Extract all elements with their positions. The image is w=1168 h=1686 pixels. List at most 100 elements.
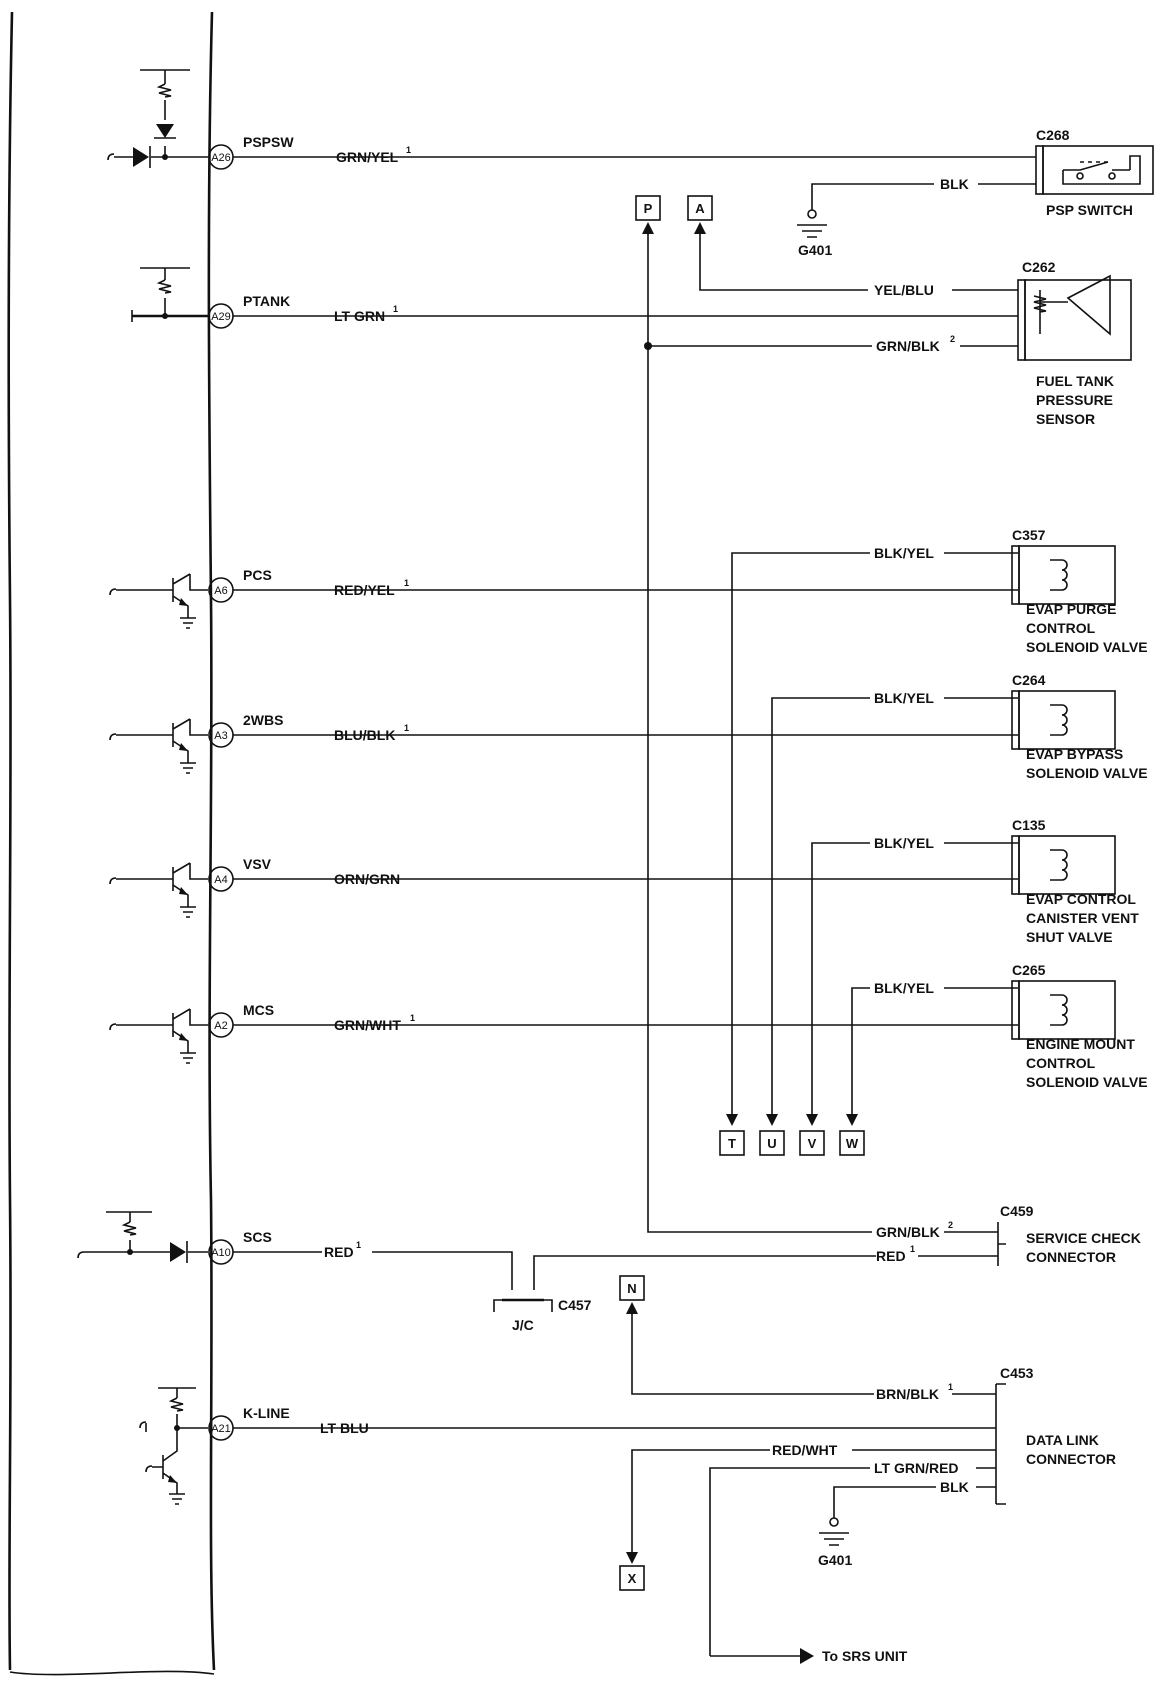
ground-label: G401 (798, 242, 832, 258)
ref-box-u: U (759, 1130, 785, 1156)
pin-label: A6 (214, 585, 227, 597)
signal-label: MCS (243, 1002, 274, 1018)
wire-label: LT GRN/RED (874, 1460, 959, 1476)
ecm-transistor-a2 (109, 1008, 208, 1064)
wire-label: BLK/YEL (874, 980, 934, 996)
wire-label: BRN/BLK (876, 1386, 939, 1402)
wire-footnote: 2 (950, 334, 955, 344)
signal-label: PTANK (243, 293, 290, 309)
ground-symbol (819, 1517, 849, 1546)
wire-label: LT GRN (334, 308, 385, 324)
ref-box-w: W (839, 1130, 865, 1156)
ecm-pin-a21: A21 K-LINE (208, 1405, 290, 1441)
component-name: SHUT VALVE (1026, 929, 1113, 945)
joint-connector: C457 J/C (493, 1297, 592, 1333)
svg-text:U: U (767, 1136, 776, 1151)
svg-text:N: N (627, 1281, 636, 1296)
ecm-internal-a21 (139, 1387, 208, 1505)
component-name: SERVICE CHECK (1026, 1230, 1141, 1246)
signal-label: 2WBS (243, 712, 283, 728)
ref-box-a: A (687, 195, 713, 221)
evap-purge-valve-circuit: RED/YEL 1 BLK/YEL C357 EVAP PURGE CONTRO… (233, 527, 1148, 1115)
connector-label: C264 (1012, 672, 1046, 688)
wire-label: RED/WHT (772, 1442, 838, 1458)
wire-label: RED (324, 1244, 354, 1260)
component-name: J/C (512, 1317, 534, 1333)
svg-text:P: P (644, 201, 653, 216)
component-name: EVAP CONTROL (1026, 891, 1136, 907)
wire-label: BLK (940, 176, 969, 192)
pin-label: A2 (214, 1020, 227, 1032)
signal-label: SCS (243, 1229, 272, 1245)
wire-footnote: 1 (356, 1240, 361, 1250)
wire-label: GRN/BLK (876, 338, 940, 354)
srs-label: To SRS UNIT (822, 1648, 908, 1664)
wire-label: YEL/BLU (874, 282, 934, 298)
evap-vent-valve-circuit: ORN/GRN BLK/YEL C135 EVAP CONTROL CANIST… (233, 817, 1139, 1115)
wire-footnote: 1 (410, 1013, 415, 1023)
wire-label: RED/YEL (334, 582, 395, 598)
component-name: SOLENOID VALVE (1026, 1074, 1148, 1090)
wire-footnote: 1 (910, 1244, 915, 1254)
pin-label: A4 (214, 874, 227, 886)
wire-label: BLU/BLK (334, 727, 395, 743)
ref-box-v: V (799, 1130, 825, 1156)
ecm-transistor-a3 (109, 718, 208, 774)
wire-label: BLK/YEL (874, 835, 934, 851)
fuel-tank-pressure-sensor-circuit: LT GRN 1 YEL/BLU GRN/BLK 2 C262 FUEL TAN… (233, 222, 1132, 427)
svg-text:V: V (808, 1136, 817, 1151)
ground-label: G401 (818, 1552, 852, 1568)
wire-label: GRN/BLK (876, 1224, 940, 1240)
ecm-internal-a10 (77, 1211, 208, 1263)
wire-footnote: 1 (404, 578, 409, 588)
component-name: DATA LINK (1026, 1432, 1099, 1448)
component-name: SENSOR (1036, 411, 1095, 427)
ref-box-n: N (619, 1275, 645, 1301)
component-name: EVAP PURGE (1026, 601, 1117, 617)
wire-footnote: 2 (948, 1220, 953, 1230)
connector-label: C457 (558, 1297, 592, 1313)
wire-label: ORN/GRN (334, 871, 400, 887)
ecm-pin-a6: A6 PCS (208, 567, 272, 603)
wire-footnote: 1 (404, 723, 409, 733)
ref-box-t: T (719, 1130, 745, 1156)
signal-label: PCS (243, 567, 272, 583)
ecm-internal-a26 (107, 69, 208, 168)
signal-label: K-LINE (243, 1405, 290, 1421)
data-link-circuit: LT BLU BRN/BLK 1 RED/WHT LT GRN/RED To S… (233, 1302, 1116, 1664)
ecm-transistor-a4 (109, 862, 208, 918)
ecm-transistor-a6 (109, 573, 208, 629)
svg-text:T: T (728, 1136, 736, 1151)
svg-text:X: X (628, 1571, 637, 1586)
wire-footnote: 1 (948, 1382, 953, 1392)
ecm-pin-a3: A3 2WBS (208, 712, 283, 748)
engine-mount-valve-circuit: GRN/WHT 1 BLK/YEL C265 ENGINE MOUNT CONT… (233, 962, 1148, 1115)
component-name: CONTROL (1026, 1055, 1096, 1071)
service-check-circuit: RED 1 GRN/BLK 2 RED 1 C459 SERVICE CHECK… (233, 1203, 1141, 1290)
component-name: FUEL TANK (1036, 373, 1114, 389)
wire-label: BLK (940, 1479, 969, 1495)
ecm-pin-a29: A29 PTANK (208, 293, 290, 329)
connector-label: C268 (1036, 127, 1070, 143)
ecm-pin-a26: A26 PSPSW (208, 134, 294, 170)
component-name: PSP SWITCH (1046, 202, 1133, 218)
component-name: PRESSURE (1036, 392, 1113, 408)
wire-label: BLK/YEL (874, 690, 934, 706)
signal-label: VSV (243, 856, 272, 872)
ecm-internal-a29 (131, 267, 208, 322)
connector-label: C262 (1022, 259, 1056, 275)
wire-footnote: 1 (406, 145, 411, 155)
component-name: CONTROL (1026, 620, 1096, 636)
pin-label: A26 (211, 152, 231, 164)
component-name: SOLENOID VALVE (1026, 765, 1148, 781)
ref-box-x: X (619, 1565, 645, 1591)
ecm-pin-a4: A4 VSV (208, 856, 272, 892)
ground-symbol (797, 209, 827, 238)
component-name: EVAP BYPASS (1026, 746, 1123, 762)
ecm-body (7, 11, 216, 1676)
svg-text:A: A (695, 201, 705, 216)
ref-box-p: P (635, 195, 661, 221)
connector-label: C453 (1000, 1365, 1034, 1381)
pin-label: A21 (211, 1423, 231, 1435)
